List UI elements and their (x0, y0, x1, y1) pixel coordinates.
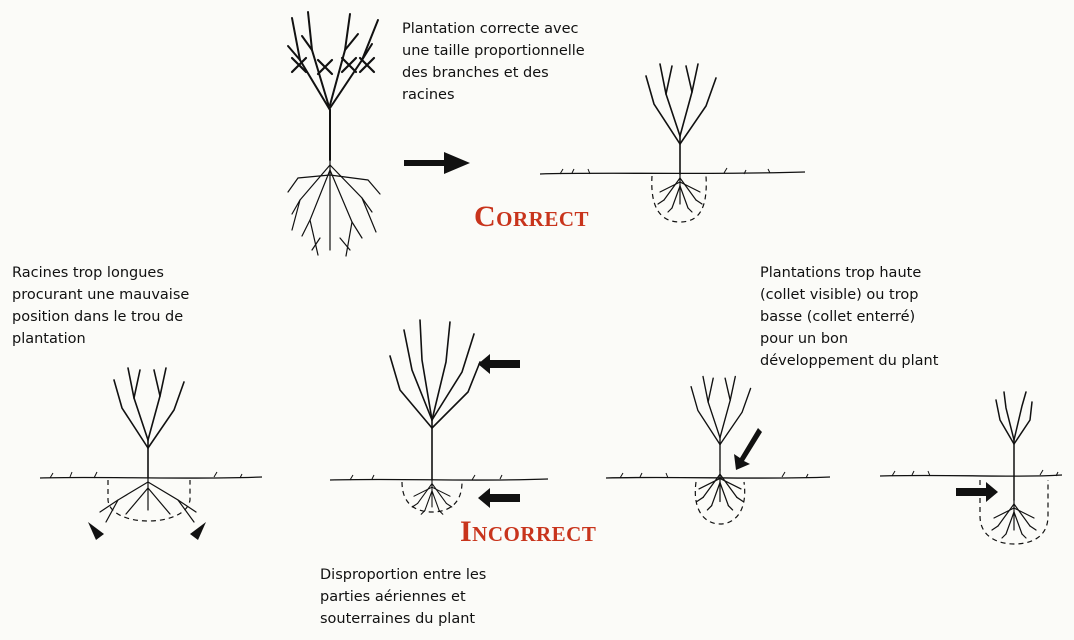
arrow-right-icon-2 (956, 482, 998, 502)
incorrect-too-low-tree (880, 392, 1062, 544)
bare-root-plant-illustration (288, 12, 380, 256)
arrow-down-left-icon (88, 522, 104, 540)
incorrect-disproportion-tree (330, 320, 548, 514)
arrow-left-icon-2 (478, 488, 520, 508)
incorrect-too-high-tree (606, 377, 830, 525)
incorrect-long-roots-tree (40, 368, 262, 540)
arrow-down-diagonal-icon (734, 428, 762, 470)
long-roots (288, 160, 380, 256)
correct-planted-tree (540, 64, 805, 222)
arrow-right-icon (404, 152, 470, 174)
arrow-down-right-icon (190, 522, 206, 540)
arrow-left-icon (478, 354, 520, 374)
